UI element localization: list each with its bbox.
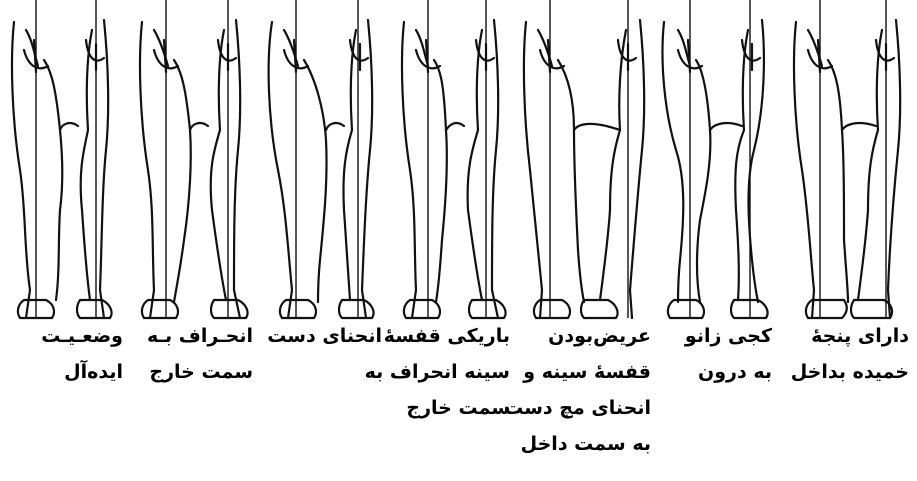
caption-wide-chest-line-1: عریض‌بودن: [504, 318, 651, 354]
limb-drawing-hand-curvature: [264, 0, 384, 320]
caption-narrow-chest-line-3: سمت خارج: [365, 390, 510, 426]
caption-toe-in: دارای پنجهٔ خمیده بداخل: [791, 318, 909, 390]
limb-panel-narrow-chest: [394, 0, 512, 320]
caption-ideal-line-2: ایده‌آل: [41, 354, 123, 390]
caption-knock-knee-line-2: به درون: [685, 354, 772, 390]
caption-knock-knee-line-1: کجی زانو: [685, 318, 772, 354]
limb-drawing-wide-chest: [520, 0, 650, 320]
caption-deviation-outward: انحـراف بـه سمت خارج: [147, 318, 253, 390]
caption-deviation-outward-line-1: انحـراف بـه: [147, 318, 253, 354]
limb-drawing-knock-knee: [656, 0, 778, 320]
caption-wide-chest-line-3: انحنای مچ دست: [504, 390, 651, 426]
caption-toe-in-line-2: خمیده بداخل: [791, 354, 909, 390]
limb-drawing-toe-in: [788, 0, 910, 320]
caption-toe-in-line-1: دارای پنجهٔ: [791, 318, 909, 354]
limb-panel-hand-curvature: [264, 0, 384, 320]
limb-drawing-ideal: [4, 0, 124, 320]
caption-narrow-chest-line-2: سینه انحراف به: [365, 354, 510, 390]
caption-knock-knee: کجی زانو به درون: [685, 318, 772, 390]
caption-wide-chest: عریض‌بودن قفسهٔ سینه و انحنای مچ دست به …: [504, 318, 651, 462]
limb-panel-deviation-outward: [134, 0, 254, 320]
caption-narrow-chest: باریکی قفسهٔ سینه انحراف به سمت خارج: [365, 318, 510, 426]
caption-deviation-outward-line-2: سمت خارج: [147, 354, 253, 390]
limb-drawing-deviation-outward: [134, 0, 254, 320]
limb-panel-knock-knee: [656, 0, 778, 320]
caption-ideal-line-1: وضعـيـت: [41, 318, 123, 354]
limb-panel-ideal: [4, 0, 124, 320]
caption-narrow-chest-line-1: باریکی قفسهٔ: [365, 318, 510, 354]
limb-panel-wide-chest: [520, 0, 650, 320]
caption-ideal: وضعـيـت ایده‌آل: [41, 318, 123, 390]
caption-wide-chest-line-2: قفسهٔ سینه و: [504, 354, 651, 390]
caption-wide-chest-line-4: به سمت داخل: [504, 426, 651, 462]
limb-panel-toe-in: [788, 0, 910, 320]
limb-drawing-narrow-chest: [394, 0, 512, 320]
